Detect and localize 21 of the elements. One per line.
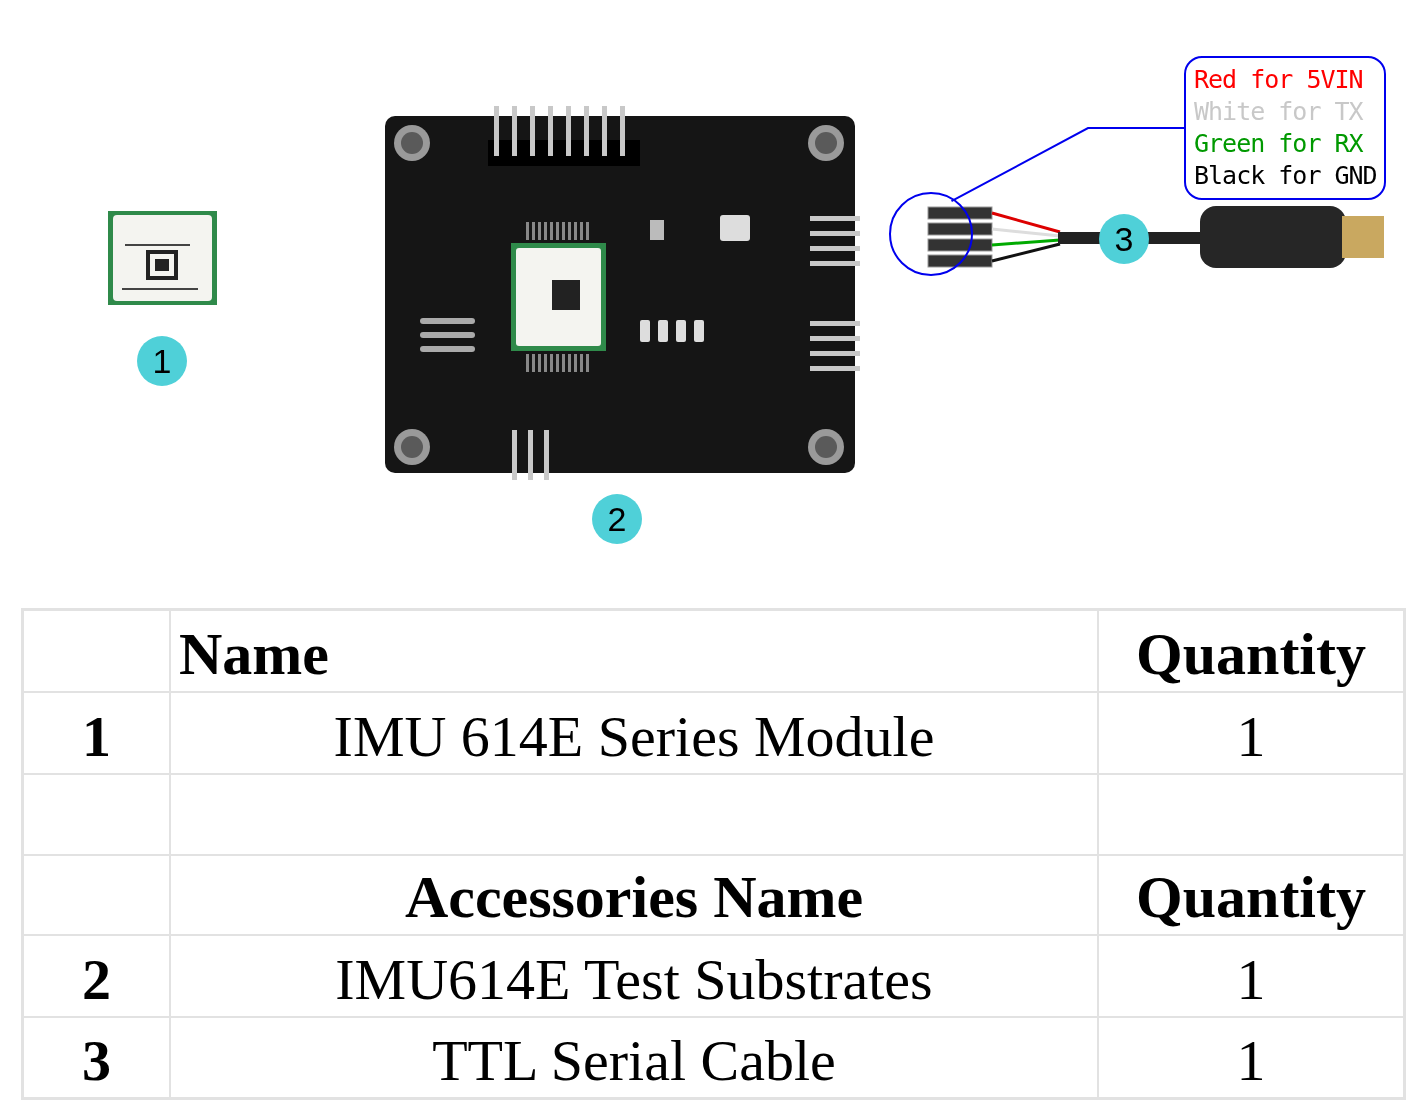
callout-number: 3 (1099, 214, 1149, 264)
table-text: 1 (1236, 1029, 1266, 1093)
table-text: 3 (82, 1029, 111, 1093)
table-text: 1 (82, 705, 111, 769)
wire-color-text: Red for 5VIN (1194, 64, 1364, 96)
table-header: Name (179, 621, 329, 687)
table-header: Quantity (1135, 864, 1366, 930)
table-text: IMU 614E Series Module (333, 705, 935, 769)
table-header: Accessories Name (404, 864, 864, 930)
table-header: Quantity (1135, 621, 1366, 687)
table-text: TTL Serial Cable (432, 1029, 836, 1093)
wire-color-text: Green for RX (1194, 128, 1364, 160)
table-text: 1 (1236, 705, 1266, 769)
leader-line (950, 127, 1185, 203)
wire-color-box (1184, 56, 1386, 200)
table-text: 1 (1236, 948, 1266, 1012)
table-text: 2 (82, 948, 111, 1012)
table-text: IMU614E Test Substrates (335, 948, 933, 1012)
callout-number: 2 (592, 494, 642, 544)
wire-color-text: Black for GND (1194, 160, 1376, 192)
callout-number: 1 (137, 336, 187, 386)
